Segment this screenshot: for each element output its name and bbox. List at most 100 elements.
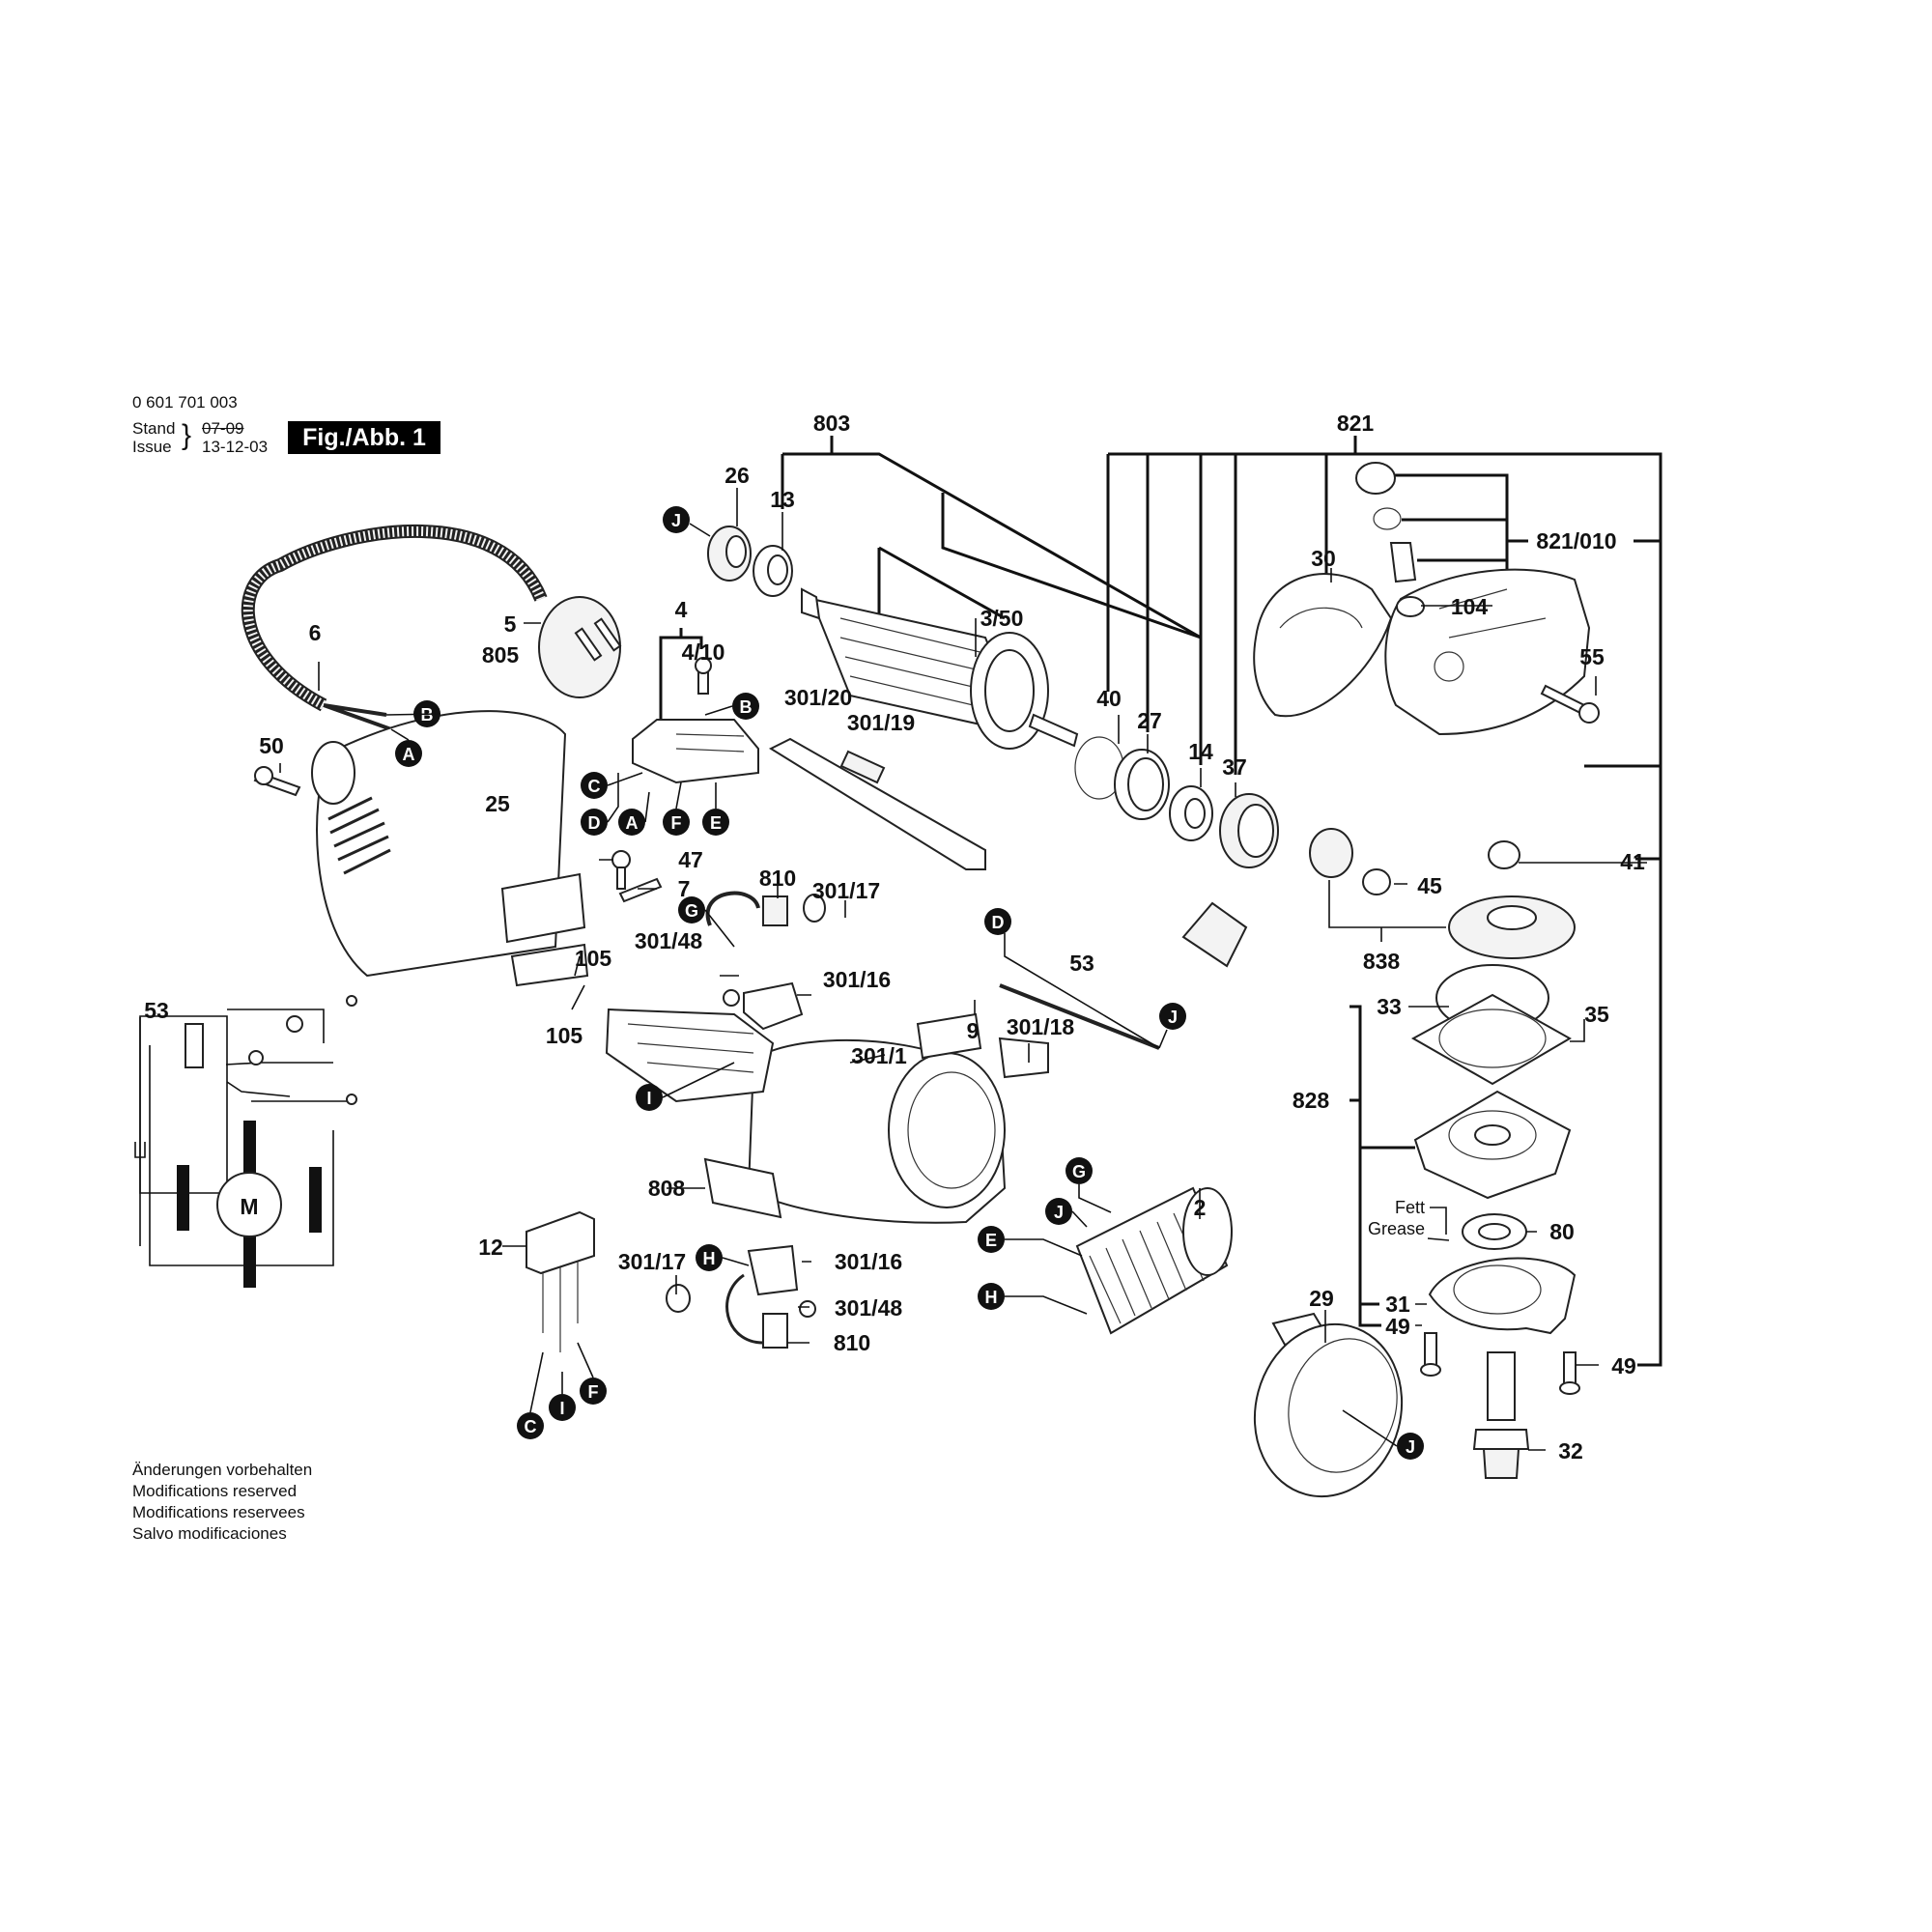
stand-label: Stand xyxy=(132,419,176,438)
svg-text:H: H xyxy=(985,1288,998,1307)
bearing-flange xyxy=(1413,1090,1572,1200)
label-45: 45 xyxy=(1417,873,1442,898)
label-4: 4 xyxy=(675,597,688,622)
connector-J-1: J xyxy=(663,506,690,533)
leader-lines xyxy=(279,488,1647,1451)
label-29: 29 xyxy=(1309,1286,1334,1311)
motor-housing-301-1 xyxy=(747,1038,1007,1224)
label-31: 31 xyxy=(1385,1292,1410,1317)
label-808: 808 xyxy=(648,1176,686,1201)
washer-80 xyxy=(1462,1213,1527,1250)
screw-50 xyxy=(253,766,301,797)
label-803: 803 xyxy=(813,411,850,436)
part-number: 0 601 701 003 xyxy=(132,393,238,412)
switch xyxy=(632,657,759,784)
svg-text:H: H xyxy=(703,1249,716,1268)
connector-bubbles: J B A B C D A F E G D J I G J E H H C I … xyxy=(395,506,1424,1460)
svg-text:E: E xyxy=(985,1231,997,1250)
brush-holder-lower xyxy=(666,1244,816,1349)
motor-housing xyxy=(311,710,589,987)
screw-49-right xyxy=(1559,1351,1580,1395)
label-26: 26 xyxy=(724,463,750,488)
label-3-50: 3/50 xyxy=(980,606,1024,631)
label-35: 35 xyxy=(1584,1002,1609,1027)
handle-base xyxy=(605,1008,775,1103)
brush-holder-upper xyxy=(705,891,826,1031)
label-30: 30 xyxy=(1311,546,1336,571)
label-4-10: 4/10 xyxy=(682,639,725,665)
svg-text:C: C xyxy=(588,777,601,796)
grease-note-grease: Grease xyxy=(1368,1219,1425,1238)
bracket-803 xyxy=(781,436,1203,765)
svg-text:D: D xyxy=(992,913,1005,932)
clamp-7 xyxy=(618,877,663,903)
svg-text:J: J xyxy=(1054,1203,1064,1222)
footer-line-de: Änderungen vorbehalten xyxy=(132,1461,313,1479)
label-12: 12 xyxy=(478,1235,503,1260)
svg-text:C: C xyxy=(525,1417,537,1436)
svg-text:J: J xyxy=(1168,1008,1178,1027)
connector-G-1: G xyxy=(678,896,705,923)
wiring-schematic: M xyxy=(134,995,357,1288)
label-5: 5 xyxy=(504,611,517,637)
motor-symbol: M xyxy=(240,1194,258,1219)
label-53: 53 xyxy=(1069,951,1094,976)
modifications-note: Änderungen vorbehalten Modifications res… xyxy=(132,1460,312,1545)
label-104: 104 xyxy=(1451,594,1489,619)
label-32: 32 xyxy=(1558,1438,1583,1463)
svg-text:J: J xyxy=(671,511,681,530)
bracket-821 xyxy=(1106,436,1662,1367)
guard-30 xyxy=(1253,573,1393,718)
label-301-48-top: 301/48 xyxy=(635,928,703,953)
label-301-20: 301/20 xyxy=(784,685,852,710)
label-808 xyxy=(703,1157,782,1219)
label-301-1: 301/1 xyxy=(851,1043,907,1068)
label-805: 805 xyxy=(482,642,520,668)
spring xyxy=(839,750,886,784)
label-53-schematic: 53 xyxy=(144,998,169,1023)
svg-text:D: D xyxy=(588,813,601,833)
svg-text:A: A xyxy=(626,813,639,833)
gasket-35 xyxy=(1410,993,1573,1086)
field-coil xyxy=(1075,1186,1233,1335)
label-105-bottom: 105 xyxy=(546,1023,583,1048)
label-810-top: 810 xyxy=(759,866,796,891)
svg-text:A: A xyxy=(403,745,415,764)
label-47: 47 xyxy=(678,847,703,872)
label-821: 821 xyxy=(1337,411,1375,436)
label-33: 33 xyxy=(1377,994,1402,1019)
connector-H-2: H xyxy=(978,1283,1005,1310)
pinion xyxy=(1309,828,1353,878)
svg-text:F: F xyxy=(588,1382,599,1402)
carbon-brush xyxy=(1181,901,1248,968)
cable-53 xyxy=(999,983,1160,1050)
label-105-top: 105 xyxy=(575,946,612,971)
label-301-16-top: 301/16 xyxy=(823,967,891,992)
screw-55 xyxy=(1540,684,1600,724)
ring-27 xyxy=(1114,749,1170,820)
connector-I-2: I xyxy=(549,1394,576,1421)
slide-button xyxy=(998,1037,1049,1079)
connector-G-2: G xyxy=(1065,1157,1093,1184)
bearing-37 xyxy=(1219,793,1279,868)
connector-E-1: E xyxy=(702,809,729,836)
label-40: 40 xyxy=(1096,686,1122,711)
label-301-48-bottom: 301/48 xyxy=(835,1295,903,1321)
brace-icon: } xyxy=(182,419,192,451)
connector-D-2: D xyxy=(984,908,1011,935)
bracket-838 xyxy=(1328,880,1446,942)
svg-text:B: B xyxy=(740,697,753,717)
label-9: 9 xyxy=(967,1018,980,1043)
nut-45 xyxy=(1362,868,1391,895)
label-828: 828 xyxy=(1293,1088,1330,1113)
connector-J-3: J xyxy=(1045,1198,1072,1225)
plug xyxy=(538,596,622,698)
label-27: 27 xyxy=(1137,708,1162,733)
screw-49-left xyxy=(1420,1332,1441,1377)
svg-text:G: G xyxy=(1072,1162,1086,1181)
stand-date: 07-09 xyxy=(202,419,244,438)
connector-C-2: C xyxy=(517,1412,544,1439)
label-6: 6 xyxy=(309,620,322,645)
svg-text:E: E xyxy=(710,813,722,833)
